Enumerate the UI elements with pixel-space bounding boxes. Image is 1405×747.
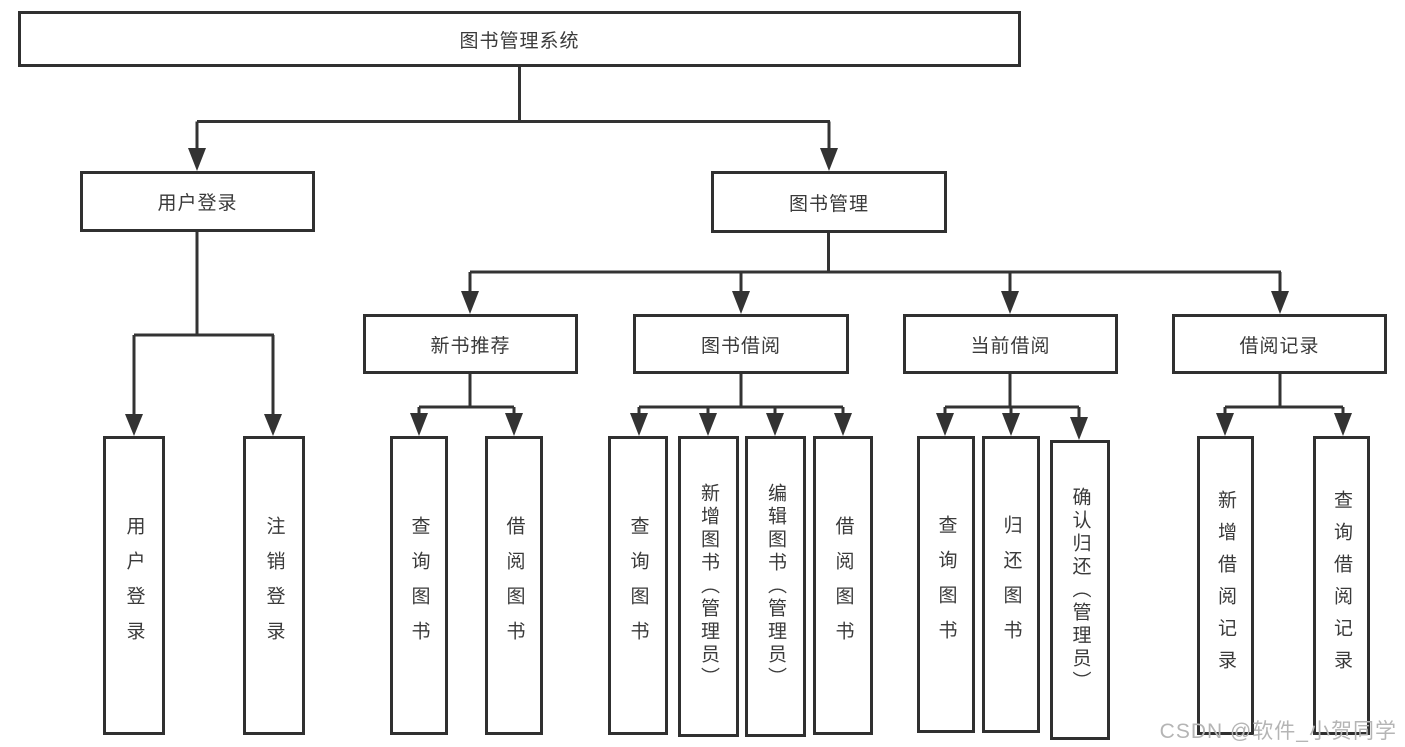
connector-userlogin-to-leaves — [125, 231, 282, 436]
connector-recommend-to-leaves — [410, 374, 523, 436]
node-new-book-recommend: 新书推荐 — [363, 314, 578, 374]
node-leaf-records-add-record-label: 新增借阅记录 — [1215, 489, 1236, 682]
connector-current-to-leaves — [936, 374, 1088, 440]
node-leaf-recommend-query-books-label: 查询图书 — [408, 515, 430, 656]
node-current-borrow: 当前借阅 — [903, 314, 1118, 374]
node-leaf-current-confirm-return-label: 确认归还（管理员） — [1069, 486, 1091, 694]
node-leaf-borrow-borrow-books-label: 借阅图书 — [832, 515, 854, 656]
watermark: CSDN @软件_小贺同学 — [1159, 720, 1397, 743]
node-library-management-system: 图书管理系统 — [18, 11, 1021, 67]
node-leaf-recommend-borrow-books-label: 借阅图书 — [503, 515, 525, 656]
node-leaf-records-add-record: 新增借阅记录 — [1197, 436, 1254, 735]
node-leaf-logout-label: 注销登录 — [263, 515, 285, 656]
connector-borrow-to-leaves — [630, 374, 852, 436]
node-leaf-recommend-borrow-books: 借阅图书 — [485, 436, 543, 735]
connector-records-to-leaves — [1216, 374, 1352, 436]
node-leaf-borrow-edit-books: 编辑图书（管理员） — [745, 436, 806, 737]
node-user-login: 用户登录 — [80, 171, 315, 232]
node-leaf-current-query-books-label: 查询图书 — [935, 514, 957, 655]
node-leaf-borrow-query-books-label: 查询图书 — [627, 515, 649, 656]
node-current-borrow-label: 当前借阅 — [970, 335, 1051, 357]
node-leaf-borrow-query-books: 查询图书 — [608, 436, 668, 735]
node-book-management: 图书管理 — [711, 171, 947, 233]
node-leaf-records-query-record-label: 查询借阅记录 — [1331, 489, 1352, 682]
node-leaf-records-query-record: 查询借阅记录 — [1313, 436, 1370, 735]
node-leaf-user-login: 用户登录 — [103, 436, 165, 735]
node-book-borrow: 图书借阅 — [633, 314, 849, 374]
node-borrow-records-label: 借阅记录 — [1239, 335, 1320, 357]
node-leaf-borrow-add-books: 新增图书（管理员） — [678, 436, 739, 737]
node-book-management-label: 图书管理 — [788, 193, 869, 215]
node-book-borrow-label: 图书借阅 — [700, 335, 781, 357]
node-leaf-borrow-add-books-label: 新增图书（管理员） — [698, 483, 719, 690]
connector-root-to-level2 — [188, 66, 838, 171]
node-library-management-system-label: 图书管理系统 — [459, 30, 580, 52]
node-leaf-current-return-books-label: 归还图书 — [1000, 514, 1022, 655]
node-leaf-current-confirm-return: 确认归还（管理员） — [1050, 440, 1110, 740]
node-leaf-current-query-books: 查询图书 — [917, 436, 975, 733]
node-leaf-borrow-edit-books-label: 编辑图书（管理员） — [765, 483, 786, 690]
node-new-book-recommend-label: 新书推荐 — [430, 335, 511, 357]
node-user-login-label: 用户登录 — [157, 193, 238, 214]
node-leaf-current-return-books: 归还图书 — [982, 436, 1040, 733]
node-leaf-logout: 注销登录 — [243, 436, 305, 735]
node-leaf-user-login-label: 用户登录 — [123, 515, 145, 656]
connector-bookmgmt-to-level3 — [461, 232, 1289, 314]
node-borrow-records: 借阅记录 — [1172, 314, 1387, 374]
node-leaf-recommend-query-books: 查询图书 — [390, 436, 448, 735]
node-leaf-borrow-borrow-books: 借阅图书 — [813, 436, 873, 735]
